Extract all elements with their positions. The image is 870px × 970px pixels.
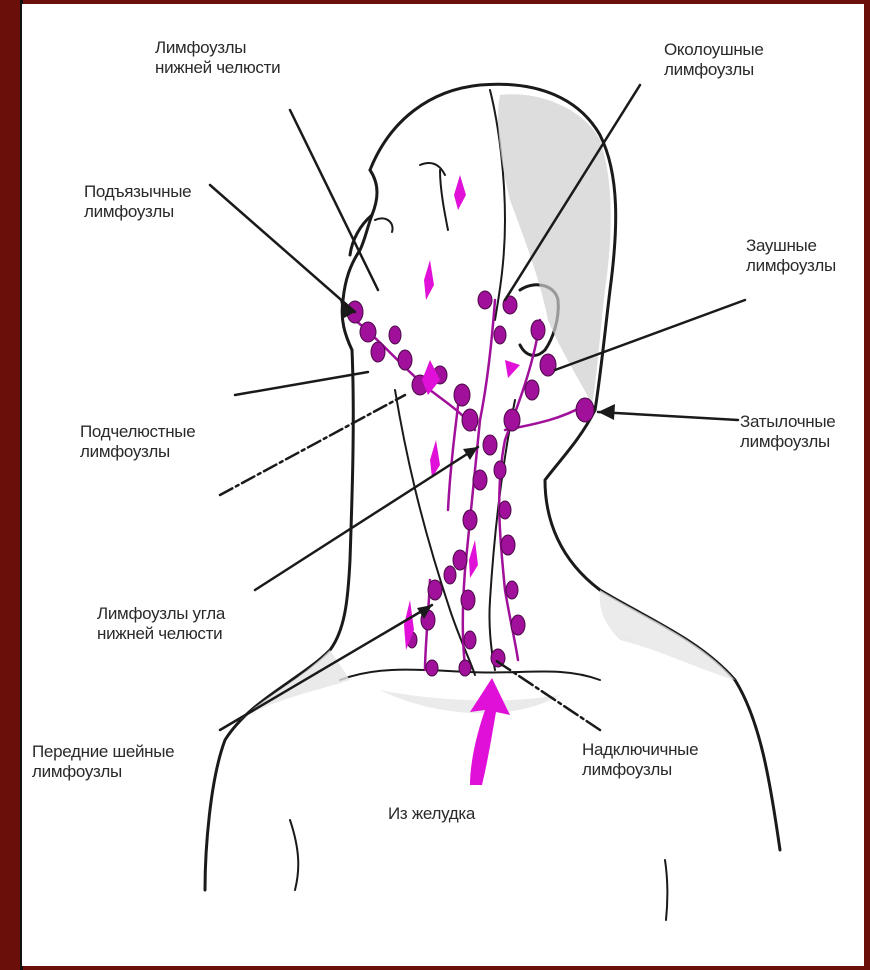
leader-submandibular-2 — [220, 395, 405, 495]
lymph-nodes — [347, 291, 594, 676]
label-occipital-nodes: Затылочные лимфоузлы — [740, 412, 835, 452]
leader-supraclavicular — [495, 660, 600, 730]
leader-sublingual — [210, 185, 355, 312]
label-supraclavicular-nodes: Надключичные лимфоузлы — [582, 740, 698, 780]
label-parotid-nodes: Околоушные лимфоузлы — [664, 40, 764, 80]
label-sublingual-nodes: Подъязычные лимфоузлы — [84, 182, 191, 222]
diagram-panel: Лимфоузлы нижней челюсти Околоушные лимф… — [22, 4, 864, 966]
label-submandibular-nodes: Подчелюстные лимфоузлы — [80, 422, 195, 462]
stomach-arrow — [470, 678, 510, 785]
label-from-stomach: Из желудка — [388, 804, 475, 824]
label-anterior-cervical-nodes: Передние шейные лимфоузлы — [32, 742, 174, 782]
label-jaw-angle-nodes: Лимфоузлы угла нижней челюсти — [97, 604, 225, 644]
leader-occipital — [598, 412, 738, 420]
leader-mandible — [290, 110, 378, 290]
leader-submandibular-1 — [235, 372, 368, 395]
body-outline — [205, 84, 780, 920]
label-retroauricular-nodes: Заушные лимфоузлы — [746, 236, 836, 276]
label-mandible-nodes: Лимфоузлы нижней челюсти — [155, 38, 280, 78]
leader-anterior-cervical — [220, 605, 432, 730]
leader-jaw-angle — [255, 447, 478, 590]
